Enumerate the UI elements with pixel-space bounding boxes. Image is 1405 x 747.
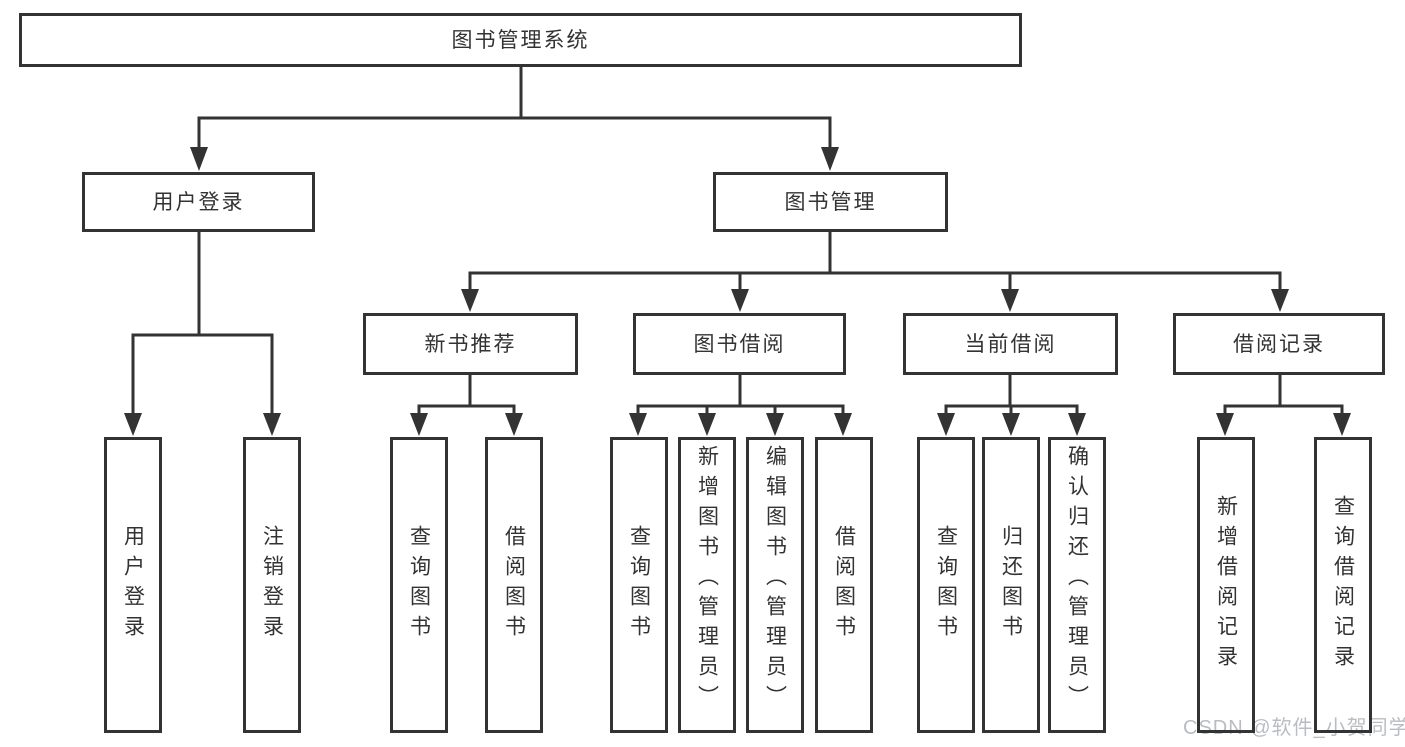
csdn-watermark: CSDN @软件_小贺同学 [1183, 717, 1405, 739]
leaf-return-books: 归还图书 [982, 437, 1040, 733]
leaf-query-borrow-record-label: 查询借阅记录 [1331, 495, 1355, 675]
leaf-borrow-books-label: 借阅图书 [832, 525, 856, 645]
leaf-confirm-return-admin-label: 确认归还（管理员） [1065, 445, 1089, 715]
leaf-edit-book-admin-label: 编辑图书（管理员） [763, 445, 787, 715]
node-new-book-recommendation: 新书推荐 [363, 313, 578, 375]
leaf-add-book-admin-label: 新增图书（管理员） [695, 445, 719, 715]
node-new-book-recommendation-label: 新书推荐 [424, 332, 517, 356]
leaf-query-books-recommend: 查询图书 [390, 437, 448, 733]
leaf-query-books-recommend-label: 查询图书 [407, 525, 431, 645]
leaf-confirm-return-admin: 确认归还（管理员） [1048, 437, 1106, 733]
node-book-borrowing: 图书借阅 [633, 313, 846, 375]
node-book-borrowing-label: 图书借阅 [693, 332, 786, 356]
leaf-query-books-current-label: 查询图书 [934, 525, 958, 645]
leaf-query-books-current: 查询图书 [917, 437, 975, 733]
node-current-borrowing: 当前借阅 [903, 313, 1118, 375]
node-root-system: 图书管理系统 [19, 13, 1022, 67]
leaf-logout: 注销登录 [243, 437, 301, 733]
leaf-borrow-books-recommend-label: 借阅图书 [502, 525, 526, 645]
node-current-borrowing-label: 当前借阅 [964, 332, 1057, 356]
leaf-return-books-label: 归还图书 [999, 525, 1023, 645]
leaf-borrow-books: 借阅图书 [815, 437, 873, 733]
leaf-query-books-borrow-label: 查询图书 [627, 525, 651, 645]
leaf-query-borrow-record: 查询借阅记录 [1314, 437, 1372, 733]
leaf-add-borrow-record-label: 新增借阅记录 [1214, 495, 1238, 675]
leaf-add-borrow-record: 新增借阅记录 [1197, 437, 1255, 733]
node-book-management: 图书管理 [713, 172, 948, 232]
leaf-user-login: 用户登录 [104, 437, 162, 733]
node-borrowing-records: 借阅记录 [1173, 313, 1385, 375]
node-borrowing-records-label: 借阅记录 [1233, 332, 1325, 356]
leaf-borrow-books-recommend: 借阅图书 [485, 437, 543, 733]
node-user-login-label: 用户登录 [152, 190, 245, 214]
leaf-add-book-admin: 新增图书（管理员） [678, 437, 736, 733]
leaf-logout-label: 注销登录 [260, 525, 284, 645]
node-user-login: 用户登录 [82, 172, 315, 232]
leaf-query-books-borrow: 查询图书 [610, 437, 668, 733]
node-root-label: 图书管理系统 [451, 28, 590, 52]
node-book-management-label: 图书管理 [784, 190, 877, 214]
leaf-user-login-label: 用户登录 [121, 525, 145, 645]
leaf-edit-book-admin: 编辑图书（管理员） [746, 437, 804, 733]
